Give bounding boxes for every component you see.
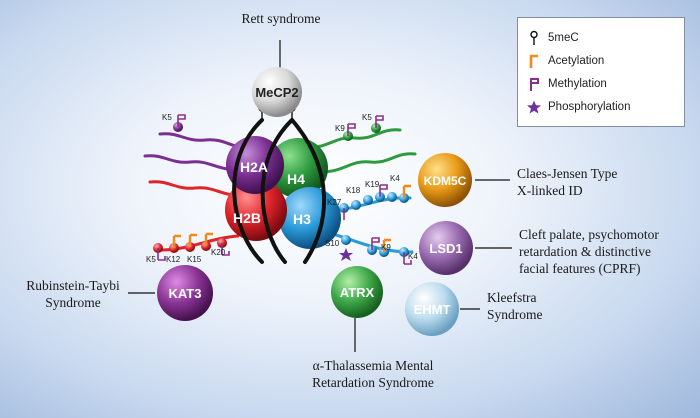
acetylation-flag-icon (204, 232, 213, 246)
rett-syndrome-label: Rett syndrome (226, 10, 336, 27)
phosphorylation-star-icon (527, 100, 541, 114)
acetylation-flag-icon (188, 233, 197, 247)
dna-mid-strand (260, 118, 294, 264)
h3-label: H3 (293, 211, 311, 227)
residue-label: K19 (365, 180, 380, 189)
cprf-line-1: Cleft palate, psychomotor (519, 227, 659, 242)
kat3-ball (157, 265, 213, 321)
residue-label: K5 (362, 113, 372, 122)
atrx-ball (331, 266, 383, 318)
residue-label: K12 (166, 255, 181, 264)
residue-label: K9 (381, 243, 391, 252)
kat3-label: KAT3 (169, 286, 202, 301)
residue-label: K5 (162, 113, 172, 122)
acetylation-flag-icon (382, 238, 391, 252)
kleefstra-label: Kleefstra Syndrome (487, 289, 543, 323)
residue-label: K15 (187, 255, 202, 264)
methylation-flag-icon (379, 184, 388, 197)
h3-bead-5 (387, 192, 397, 202)
ehmt-ball (405, 282, 459, 336)
alpha-thalassemia-line-2: Retardation Syndrome (312, 375, 434, 390)
residue-label: S10 (325, 239, 340, 248)
dna-left-strand (232, 118, 264, 264)
methylation-flag-icon (157, 248, 166, 261)
methylation-flag-icon (371, 237, 380, 250)
acetylation-flag-icon (529, 54, 538, 68)
h2b-label: H2B (233, 210, 261, 226)
h4-label: H4 (287, 171, 305, 187)
h2b-tail-bottom (158, 234, 240, 252)
rett-syndrome-text: Rett syndrome (241, 11, 321, 26)
cprf-label: Cleft palate, psychomotor retardation & … (519, 226, 659, 277)
atrx-label: ATRX (340, 285, 375, 300)
legend-label: 5meC (548, 32, 579, 44)
legend-label: Phosphorylation (548, 101, 631, 113)
methylation-flag-icon (375, 115, 384, 128)
h3-bead-2 (351, 200, 361, 210)
residue-label: K5 (146, 255, 156, 264)
kdm5c-ball (418, 153, 472, 207)
legend-label: Methylation (548, 78, 607, 90)
dna-strands (232, 118, 327, 264)
h2a-tail-bottom (143, 154, 242, 172)
legend-item-acetylation: Acetylation (526, 53, 604, 69)
legend: 5meC Acetylation Methylation Phosphoryla… (517, 17, 685, 127)
claes-jensen-line-1: Claes-Jensen Type (517, 166, 618, 181)
kleefstra-line-1: Kleefstra (487, 290, 537, 305)
methylation-flag-icon (347, 123, 356, 136)
h4-tail-top (303, 128, 402, 150)
residue-label: K27 (327, 198, 342, 207)
lsd1-ball (419, 221, 473, 275)
legend-item-methylation: Methylation (526, 76, 607, 92)
h3-bead-3 (363, 195, 373, 205)
claes-jensen-label: Claes-Jensen Type X-linked ID (517, 165, 617, 199)
rubinstein-taybi-line-2: Syndrome (45, 295, 101, 310)
residue-label: K9 (335, 124, 345, 133)
alpha-thalassemia-label: α-Thalassemia Mental Retardation Syndrom… (298, 357, 448, 391)
h3-s10-bead (341, 235, 351, 245)
alpha-thalassemia-line-1: α-Thalassemia Mental (312, 358, 434, 373)
methylation-flag-icon (403, 252, 412, 265)
methylation-flag-icon (177, 114, 186, 127)
methylation-flag-icon (221, 243, 230, 256)
kdm5c-label: KDM5C (424, 174, 467, 188)
h2b-tail-top (148, 180, 247, 198)
residue-label: K4 (408, 252, 418, 261)
rubinstein-taybi-label: Rubinstein-Taybi Syndrome (17, 277, 129, 311)
phosphorylation-star-icon (339, 248, 353, 261)
residue-label: K4 (390, 174, 400, 183)
acetylation-flag-icon (402, 184, 411, 198)
dna-right-strand (290, 118, 327, 264)
connector-lines (128, 40, 512, 352)
legend-item-5mec: 5meC (526, 30, 579, 46)
mecp2-ball (252, 67, 302, 117)
acetylation-flag-icon (172, 234, 181, 248)
cprf-line-3: facial features (CPRF) (519, 261, 641, 276)
lsd1-label: LSD1 (429, 241, 462, 256)
h4-tail-bottom (318, 152, 417, 174)
rubinstein-taybi-line-1: Rubinstein-Taybi (26, 278, 120, 293)
legend-item-phosphorylation: Phosphorylation (526, 99, 630, 115)
methylation-flag-icon (530, 78, 539, 91)
legend-label: Acetylation (548, 55, 605, 67)
cprf-line-2: retardation & distinctive (519, 244, 651, 259)
residue-label: K18 (346, 186, 361, 195)
protein-balls (157, 67, 473, 336)
kleefstra-line-2: Syndrome (487, 307, 543, 322)
residue-label: K20 (211, 248, 226, 257)
h2a-label: H2A (240, 159, 268, 175)
mecp2-label: MeCP2 (255, 85, 298, 100)
modification-flags (157, 114, 412, 265)
ehmt-label: EHMT (414, 302, 451, 317)
claes-jensen-line-2: X-linked ID (517, 183, 583, 198)
methyl-cytosine-icon (530, 30, 538, 45)
